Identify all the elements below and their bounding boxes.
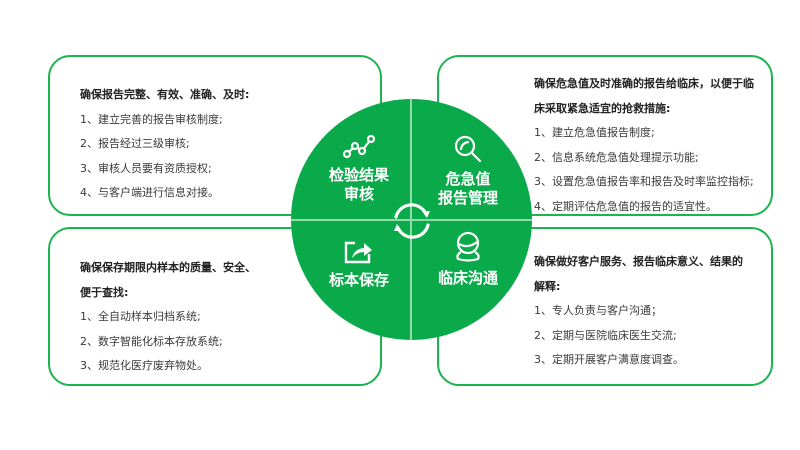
list-item: 3、审核人员要有资质授权;	[80, 161, 212, 175]
card-title: 确保报告完整、有效、准确、及时:	[80, 88, 250, 101]
horizontal-divider	[291, 219, 532, 221]
list-item: 2、数字智能化标本存放系统;	[80, 334, 223, 348]
card-content: 确保保存期限内样本的质量、安全、 便于查找: 1、全自动样本归档系统; 2、数字…	[80, 256, 256, 379]
quadrant-result-review: 检验结果 审核	[309, 134, 409, 204]
quadrant-label: 临床沟通	[437, 269, 498, 287]
card-title: 解释:	[534, 279, 561, 293]
quadrant-label: 审核	[343, 185, 374, 203]
list-item: 4、定期评估危急值的报告的适宜性。	[534, 199, 717, 213]
person-bust-icon	[456, 231, 480, 262]
quadrant-label: 标本保存	[328, 271, 389, 289]
list-item: 4、与客户端进行信息对接。	[80, 186, 219, 199]
card-specimen-storage: 确保保存期限内样本的质量、安全、 便于查找: 1、全自动样本归档系统; 2、数字…	[48, 227, 382, 386]
line-chart-nodes-icon	[342, 134, 376, 159]
card-title: 确保做好客户服务、报告临床意义、结果的	[534, 255, 743, 268]
magnifier-icon	[454, 135, 482, 163]
quadrant-specimen-storage: 标本保存	[309, 239, 409, 290]
quadrant-label: 危急值	[445, 170, 491, 188]
list-item: 1、全自动样本归档系统;	[80, 310, 201, 323]
card-content: 确保危急值及时准确的报告给临床，以便于临 床采取紧急适宜的抢救措施: 1、建立危…	[534, 72, 754, 219]
list-item: 3、定期开展客户满意度调查。	[534, 353, 684, 366]
list-item: 1、专人负责与客户沟通；	[534, 304, 662, 317]
central-hub-circle: 检验结果 审核 危急值 报告管理 标本保存	[291, 99, 532, 340]
list-item: 3、设置危急值报告率和报告及时率监控指标;	[534, 175, 754, 188]
card-content: 确保做好客户服务、报告临床意义、结果的 解释: 1、专人负责与客户沟通； 2、定…	[534, 250, 743, 373]
list-item: 1、建立危急值报告制度;	[534, 126, 655, 139]
card-title: 确保危急值及时准确的报告给临床，以便于临	[534, 77, 754, 90]
quadrant-critical-value: 危急值 报告管理	[413, 134, 523, 208]
quadrant-clinical-communication: 临床沟通	[413, 231, 523, 288]
card-title: 床采取紧急适宜的抢救措施:	[534, 101, 671, 115]
cycle-arrows-icon	[394, 203, 430, 239]
list-item: 2、报告经过三级审核;	[80, 137, 190, 150]
card-title: 便于查找:	[80, 285, 129, 299]
card-title: 确保保存期限内样本的质量、安全、	[80, 261, 256, 274]
list-item: 2、定期与医院临床医生交流;	[534, 328, 677, 342]
quadrant-label: 报告管理	[437, 189, 498, 207]
list-item: 2、信息系统危急值处理提示功能;	[534, 150, 699, 164]
list-item: 3、规范化医疗废弃物处。	[80, 359, 208, 372]
card-content: 确保报告完整、有效、准确、及时: 1、建立完善的报告审核制度; 2、报告经过三级…	[80, 83, 249, 206]
quadrant-label: 检验结果	[328, 166, 389, 184]
share-export-icon	[344, 241, 372, 264]
list-item: 1、建立完善的报告审核制度;	[80, 112, 223, 126]
